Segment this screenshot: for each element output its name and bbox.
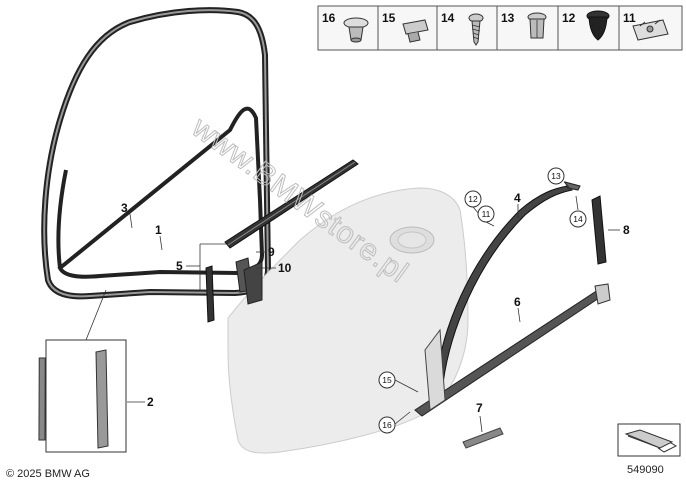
legend-num-12: 12 bbox=[562, 11, 576, 25]
callout-14: 14 bbox=[573, 214, 583, 224]
callout-11-circle: 11 bbox=[477, 205, 495, 223]
legend-num-15: 15 bbox=[382, 11, 396, 25]
rubber-grommet-icon bbox=[586, 10, 610, 41]
legend-num-11: 11 bbox=[623, 11, 636, 25]
callout-12-circle: 12 bbox=[464, 190, 482, 208]
callout-7: 7 bbox=[476, 401, 483, 415]
callout-3: 3 bbox=[121, 201, 128, 215]
legend-num-16: 16 bbox=[322, 11, 336, 25]
channel-end-piece bbox=[205, 265, 215, 323]
view-direction-box bbox=[617, 423, 681, 457]
window-guide-rail bbox=[414, 283, 611, 417]
callout-8: 8 bbox=[623, 223, 630, 237]
callout-16: 16 bbox=[382, 420, 392, 430]
copyright-text: © 2025 BMW AG bbox=[6, 468, 90, 480]
expanding-rivet-icon bbox=[527, 12, 547, 39]
door-seal-outer bbox=[41, 7, 272, 300]
callout-13-circle: 13 bbox=[547, 167, 565, 185]
callout-5: 5 bbox=[176, 259, 183, 273]
legend-num-13: 13 bbox=[501, 11, 515, 25]
callout-13: 13 bbox=[551, 171, 561, 181]
callout-10: 10 bbox=[278, 261, 292, 275]
diagram-number: 549090 bbox=[627, 464, 664, 476]
clip-icon bbox=[402, 19, 429, 43]
screw-icon bbox=[468, 13, 484, 46]
callout-6: 6 bbox=[514, 295, 521, 309]
callout-16-circle: 16 bbox=[378, 416, 396, 434]
clip-detail-box bbox=[38, 339, 127, 453]
spring-nut-icon bbox=[632, 19, 669, 41]
callout-11: 11 bbox=[482, 209, 491, 219]
callout-14-circle: 14 bbox=[569, 210, 587, 228]
callout-9: 9 bbox=[268, 245, 275, 259]
callout-2: 2 bbox=[147, 395, 154, 409]
legend-num-14: 14 bbox=[441, 11, 455, 25]
callout-1: 1 bbox=[155, 223, 162, 237]
fastener-legend: 16 15 14 13 12 11 bbox=[317, 5, 683, 51]
pillar-trim bbox=[591, 195, 607, 265]
callout-12: 12 bbox=[468, 194, 478, 204]
push-rivet-icon bbox=[343, 17, 369, 43]
callout-4: 4 bbox=[514, 191, 521, 205]
triangle-cover bbox=[243, 261, 263, 305]
lower-trim-strip bbox=[462, 427, 504, 449]
callout-15: 15 bbox=[382, 375, 392, 385]
callout-15-circle: 15 bbox=[378, 371, 396, 389]
window-channel-strip bbox=[224, 159, 359, 249]
